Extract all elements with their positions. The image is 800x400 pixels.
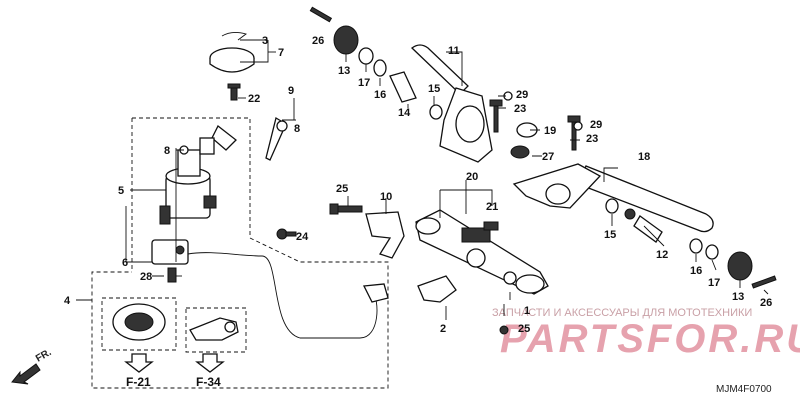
key-blank-part — [211, 116, 288, 161]
diagram-code: MJM4F0700 — [716, 384, 772, 395]
callout-21: 21 — [486, 201, 498, 213]
callout-6: 6 — [122, 257, 128, 269]
watermark: ЗАПЧАСТИ И АКСЕССУАРЫ ДЛЯ МОТОТЕХНИКИ PA… — [492, 307, 800, 361]
callout-2: 2 — [440, 323, 446, 335]
reference-f21: F-21 — [126, 375, 151, 389]
callout-18: 18 — [638, 151, 650, 163]
ignition-wire — [187, 252, 378, 339]
callout-11: 11 — [448, 45, 460, 57]
callout-4: 4 — [64, 295, 71, 307]
bar-end-weight-part — [333, 25, 443, 120]
callout-17-b: 17 — [708, 277, 720, 289]
ignition-connector-part — [151, 239, 189, 283]
watermark-line2: PARTSFOR.RU — [500, 317, 800, 361]
callout-20: 20 — [466, 171, 478, 183]
bolt-part — [329, 203, 363, 215]
clip-part — [573, 121, 583, 131]
callout-14: 14 — [398, 107, 411, 119]
seat-lock-box — [185, 307, 247, 353]
callout-labels: 3 7 22 9 8 8 5 6 28 4 24 25 10 20 21 11 … — [64, 35, 772, 335]
callout-13-a: 13 — [338, 65, 350, 77]
callout-24: 24 — [296, 231, 309, 243]
callout-15-b: 15 — [604, 229, 616, 241]
bolt-part — [227, 83, 241, 101]
nut-part — [503, 271, 517, 285]
reference-f34: F-34 — [196, 375, 221, 389]
right-handlebar-part — [512, 163, 714, 233]
bolt-part — [567, 115, 581, 151]
callout-23-a: 23 — [514, 103, 526, 115]
ref-arrow-2 — [195, 353, 225, 373]
leader-lines — [76, 39, 769, 320]
left-handlebar-part — [410, 44, 493, 163]
callout-15-a: 15 — [428, 83, 440, 95]
front-direction-arrow — [11, 363, 41, 385]
callout-12: 12 — [656, 249, 668, 261]
cable-clamp-part — [417, 275, 457, 303]
callout-1: 1 — [524, 305, 530, 317]
wire-end-part — [362, 283, 389, 303]
nut-part — [499, 325, 509, 335]
screw-part — [276, 228, 297, 240]
callout-16-a: 16 — [374, 89, 386, 101]
callout-29-b: 29 — [590, 119, 602, 131]
callout-27: 27 — [542, 151, 554, 163]
callout-13-b: 13 — [732, 291, 744, 303]
callout-3: 3 — [262, 35, 268, 47]
fuel-cap-box — [101, 297, 177, 351]
callout-8-a: 8 — [164, 145, 170, 157]
bolt-part — [751, 275, 777, 289]
key-cover-part — [209, 31, 255, 73]
callout-9: 9 — [288, 85, 294, 97]
callout-8-b: 8 — [294, 123, 300, 135]
callout-19: 19 — [544, 125, 556, 137]
ignition-group-box — [91, 117, 389, 389]
callout-26-a: 26 — [312, 35, 324, 47]
callout-29-a: 29 — [516, 89, 528, 101]
callout-28: 28 — [140, 271, 152, 283]
callout-7: 7 — [278, 47, 284, 59]
callout-16-b: 16 — [690, 265, 702, 277]
callout-26-b: 26 — [760, 297, 772, 309]
callout-10: 10 — [380, 191, 392, 203]
bolt-part — [489, 99, 503, 133]
front-direction-label: FR. — [34, 347, 54, 365]
callout-22: 22 — [248, 93, 260, 105]
callout-25-b: 25 — [518, 323, 530, 335]
fuel-cap-part — [112, 303, 166, 341]
ignition-switch-part — [159, 137, 217, 225]
callout-23-b: 23 — [586, 133, 598, 145]
watermark-line1: ЗАПЧАСТИ И АКСЕССУАРЫ ДЛЯ МОТОТЕХНИКИ — [492, 307, 752, 319]
cable-guide-part — [365, 211, 405, 259]
bar-end-weight-part — [605, 198, 753, 281]
callout-25-a: 25 — [336, 183, 348, 195]
bolt-part — [309, 6, 333, 23]
seat-lock-part — [189, 317, 239, 341]
ref-arrow-1 — [124, 353, 154, 373]
callout-5: 5 — [118, 185, 124, 197]
callout-17-a: 17 — [358, 77, 370, 89]
collar-part — [510, 122, 538, 159]
top-bridge-cover — [483, 221, 499, 231]
